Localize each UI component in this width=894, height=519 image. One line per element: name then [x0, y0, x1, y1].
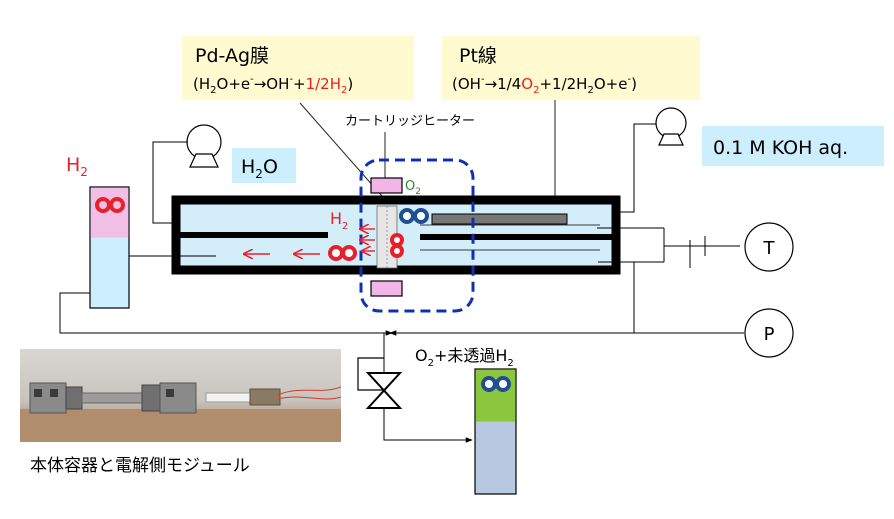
- pt-title: Pt線: [459, 45, 497, 67]
- pt-reaction: (OH-→1/4O2+1/2H2O+e-): [452, 74, 637, 96]
- pt-callout: Pt線 (OH-→1/4O2+1/2H2O+e-): [442, 36, 700, 100]
- photo-caption: 本体容器と電解側モジュール: [30, 456, 250, 476]
- hydrogen-collection-cylinder: [89, 186, 130, 309]
- bypass-line-left: [59, 292, 393, 336]
- pdag-reaction: (H2O+e-→OH-+1/2H2): [193, 74, 353, 96]
- pressure-gauge-icon: P: [744, 308, 794, 358]
- cell-hydrogen-label: H2: [330, 209, 348, 232]
- oxygen-bubbles: [399, 208, 429, 224]
- water-feed: H2O: [232, 148, 296, 183]
- device-photo: [20, 349, 342, 442]
- device-photo-illustration: [20, 382, 342, 442]
- pdag-title: Pd-Ag膜: [195, 45, 269, 67]
- oxygen-collection-cylinder: [474, 368, 517, 495]
- pump-icon: [186, 124, 222, 168]
- pressure-label: P: [764, 324, 775, 345]
- outlet-label: O2+未透過H2: [415, 346, 514, 369]
- water-label: H2O: [241, 156, 278, 181]
- koh-feed: 0.1 M KOH aq.: [702, 126, 884, 166]
- hydrogen-bubbles: [328, 233, 404, 261]
- heater-label: カートリッジヒーター: [345, 114, 475, 129]
- pump-icon: [655, 107, 687, 146]
- koh-label: 0.1 M KOH aq.: [713, 137, 848, 159]
- cartridge-heater-top: [370, 177, 403, 194]
- pdag-callout: Pd-Ag膜 (H2O+e-→OH-+1/2H2): [182, 36, 414, 100]
- temperature-gauge-icon: T: [744, 222, 794, 272]
- temperature-label: T: [763, 238, 776, 259]
- pdag-pointer: [299, 102, 383, 197]
- hydrogen-flow-arrows: [244, 229, 375, 254]
- hydrogen-cylinder-label: H2: [66, 154, 88, 179]
- outlet-line: [383, 408, 473, 443]
- cartridge-heater-bottom: [370, 280, 403, 297]
- valve-icon: [357, 357, 403, 409]
- cell-oxygen-label: O2: [405, 179, 421, 197]
